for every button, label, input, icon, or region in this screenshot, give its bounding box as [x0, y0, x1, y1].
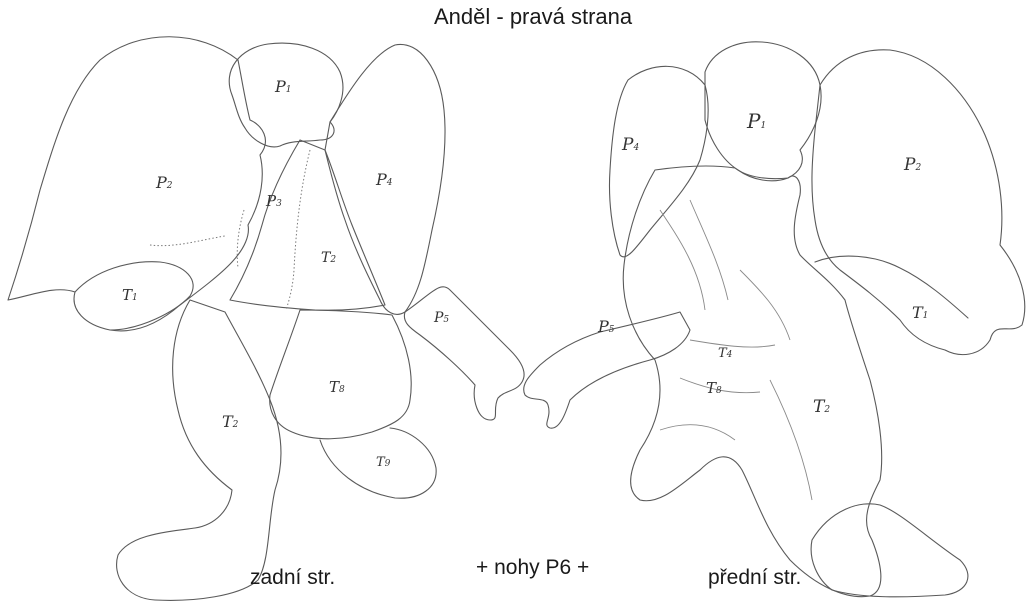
- front-robe: [623, 166, 881, 597]
- back-label-p2: P2: [155, 173, 173, 192]
- front-wing-tuft: [815, 256, 968, 318]
- back-label-p5: P5: [433, 310, 449, 326]
- front-robe-fold-4: [690, 340, 775, 347]
- front-view-figure: P1 P2 P4 P5 T1 T2 T4 T8: [524, 42, 1025, 597]
- back-label-t2-torso: T2: [321, 250, 336, 266]
- front-label-t2: T2: [813, 397, 830, 417]
- back-wing-seam: [150, 210, 244, 268]
- back-label-p3: P3: [265, 192, 282, 210]
- back-leg: [117, 300, 281, 600]
- front-foot: [811, 504, 968, 597]
- back-skirt: [270, 310, 412, 439]
- front-label-p4: P4: [621, 135, 639, 155]
- back-left-wing: [8, 37, 265, 331]
- back-head: [229, 43, 343, 147]
- front-label-t1: T1: [912, 303, 928, 322]
- legs-note-caption: + nohy P6 +: [476, 556, 589, 580]
- back-label-t8: T8: [329, 378, 345, 396]
- back-torso-seam: [286, 150, 310, 310]
- front-robe-fold-3: [740, 270, 790, 340]
- front-robe-fold-2: [690, 200, 728, 300]
- front-label-t8: T8: [706, 379, 722, 397]
- back-label-t1: T1: [122, 286, 138, 304]
- front-robe-fold-7: [660, 425, 735, 440]
- front-label-p2: P2: [903, 155, 921, 175]
- front-label-p5: P5: [597, 317, 615, 336]
- front-side-caption: přední str.: [708, 566, 801, 590]
- front-left-wing: [609, 66, 708, 256]
- back-arm: [404, 287, 524, 420]
- back-label-p4: P4: [375, 170, 393, 189]
- back-label-p1: P1: [274, 77, 292, 96]
- back-view-figure: P1 P2 P3 P4 P5 T1 T2 T2 T8 T9: [8, 37, 524, 601]
- front-head: [705, 42, 821, 181]
- front-robe-fold-6: [770, 380, 812, 500]
- back-side-caption: zadní str.: [250, 566, 335, 590]
- front-label-p1: P1: [746, 109, 766, 133]
- front-label-t4: T4: [718, 346, 733, 361]
- back-torso: [230, 140, 385, 310]
- back-label-t9: T9: [376, 455, 391, 470]
- front-robe-fold-1: [660, 210, 705, 310]
- back-label-t2-leg: T2: [222, 412, 239, 431]
